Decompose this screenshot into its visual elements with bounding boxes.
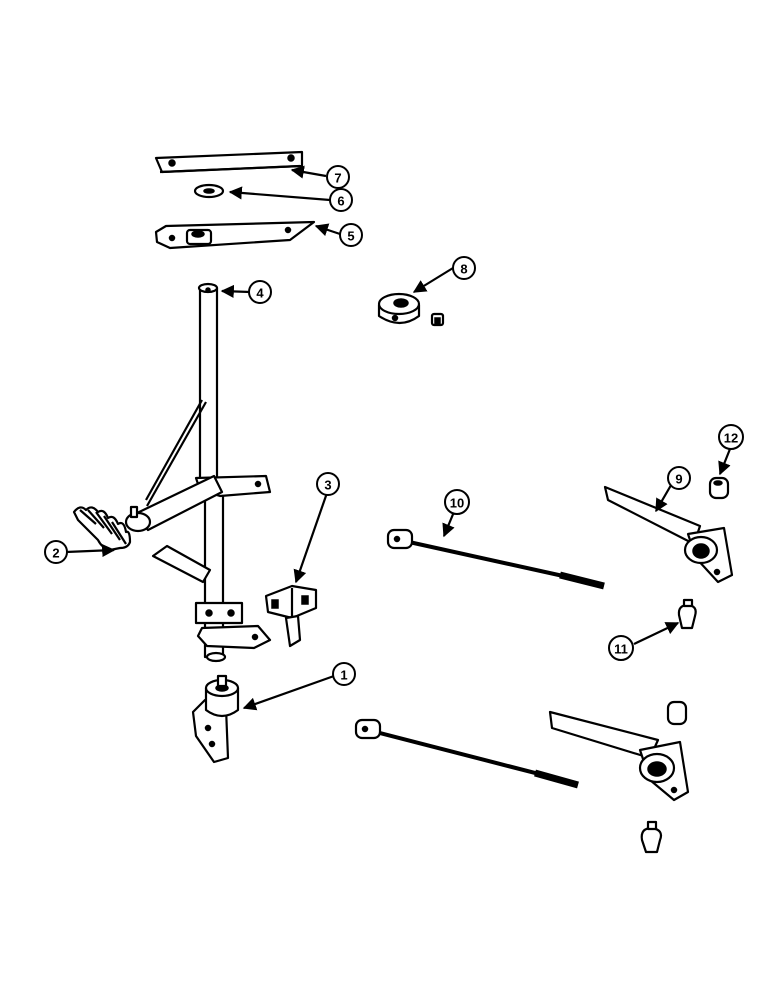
callout-8: 8 — [452, 256, 476, 280]
bushing-bracket-part-1 — [191, 674, 240, 764]
callout-7: 7 — [326, 165, 350, 189]
block-part-3 — [264, 584, 318, 648]
callout-2: 2 — [44, 540, 68, 564]
leader-lines — [65, 165, 732, 711]
callout-3: 3 — [316, 472, 340, 496]
callout-11-label: 11 — [614, 642, 628, 657]
callout-10: 10 — [444, 489, 470, 515]
callout-8-label: 8 — [460, 262, 467, 277]
lower-tie-rod — [354, 718, 579, 789]
callout-12-label: 12 — [724, 431, 738, 446]
callout-6-label: 6 — [337, 194, 344, 209]
callout-7-label: 7 — [334, 171, 341, 186]
callout-2-label: 2 — [52, 546, 59, 561]
bracket-part-5 — [154, 220, 316, 250]
plate-part-7 — [154, 150, 304, 174]
callout-10-label: 10 — [450, 496, 464, 511]
callout-6: 6 — [329, 188, 353, 212]
callout-9-label: 9 — [675, 472, 682, 487]
callout-12: 12 — [718, 424, 744, 450]
callout-1-label: 1 — [340, 668, 347, 683]
callout-5: 5 — [339, 223, 363, 247]
bushing-part-12 — [708, 476, 730, 500]
callout-1: 1 — [332, 662, 356, 686]
spring-part-2 — [72, 506, 132, 552]
callout-4: 4 — [248, 280, 272, 304]
lever-arm-part-9 — [603, 485, 734, 584]
callout-9: 9 — [667, 466, 691, 490]
washer-part-6 — [193, 183, 225, 199]
collar-part-8 — [377, 292, 445, 327]
callout-5-label: 5 — [347, 229, 354, 244]
callout-3-label: 3 — [324, 478, 331, 493]
callout-4-label: 4 — [256, 286, 264, 301]
tie-rod-part-10 — [386, 528, 605, 590]
grease-fitting-part-11 — [677, 598, 697, 630]
shaft-assembly-part-4 — [124, 282, 272, 663]
lower-lever-arm — [548, 700, 690, 854]
callout-11: 11 — [608, 635, 634, 661]
